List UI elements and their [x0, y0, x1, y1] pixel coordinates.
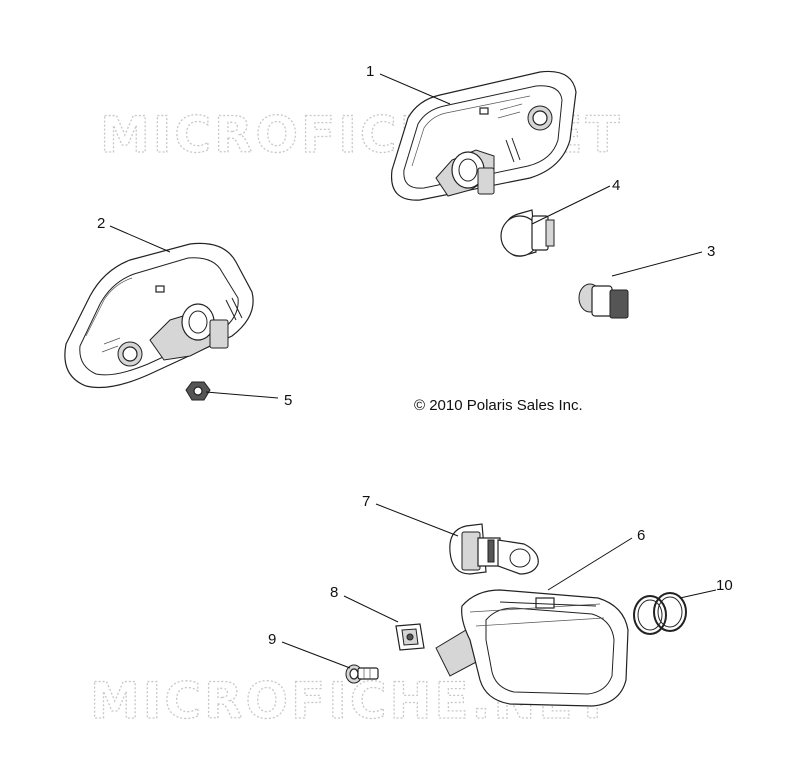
callout-5: 5	[284, 392, 292, 409]
callout-7: 7	[362, 493, 370, 510]
wedge-bulb-icon	[500, 209, 555, 257]
leader-line-7	[375, 503, 459, 537]
callout-6: 6	[637, 527, 645, 544]
clip-nut-icon	[395, 623, 425, 651]
taillight-assembly-right-icon	[390, 70, 577, 201]
callout-9: 9	[268, 631, 276, 648]
callout-4: 4	[612, 177, 620, 194]
screw-icon	[345, 664, 379, 684]
taillight-assembly-left-icon	[64, 242, 254, 389]
o-ring-seal-icon	[633, 592, 687, 635]
nut-icon	[185, 381, 211, 401]
callout-10: 10	[716, 577, 733, 594]
callout-1: 1	[366, 63, 374, 80]
copyright-notice: © 2010 Polaris Sales Inc.	[414, 397, 583, 414]
leader-line-10	[679, 589, 717, 599]
leader-line-5	[205, 391, 279, 399]
callout-2: 2	[97, 215, 105, 232]
leader-line-1	[379, 73, 451, 105]
leader-lines	[109, 73, 717, 669]
leader-line-2	[109, 225, 171, 253]
leader-line-4	[531, 185, 611, 225]
headlight-bulb-icon	[449, 523, 539, 575]
callout-3: 3	[707, 243, 715, 260]
callout-8: 8	[330, 584, 338, 601]
leader-line-3	[611, 251, 703, 277]
bulb-socket-icon	[578, 283, 629, 319]
leader-line-6	[547, 537, 633, 591]
leader-line-8	[343, 595, 399, 623]
leader-line-9	[281, 641, 351, 669]
headlight-housing-icon	[435, 589, 629, 707]
